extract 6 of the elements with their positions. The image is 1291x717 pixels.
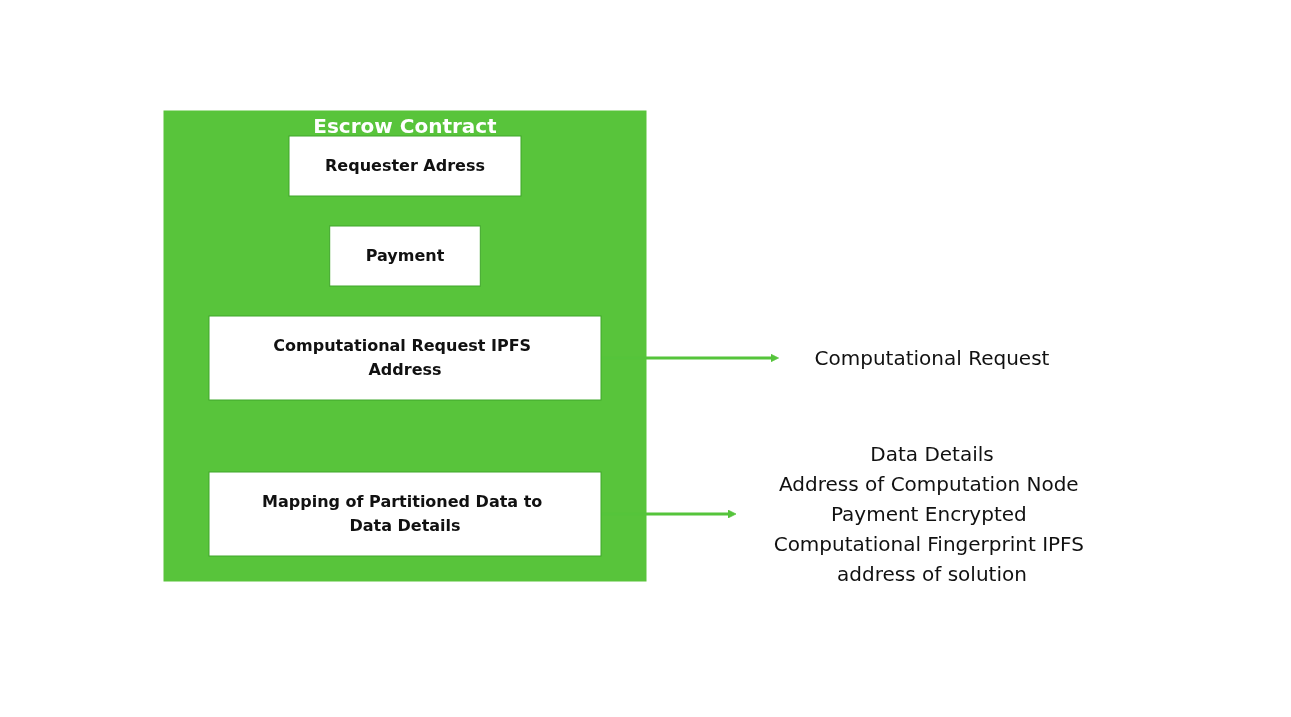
node-box: Payment	[328, 225, 481, 286]
node-text: Computational Request	[814, 345, 1049, 370]
node-box: Requester Adress	[288, 135, 521, 196]
node-box: Computational Request IPFS Address	[208, 315, 601, 400]
node-text: Data Details Address of Computation Node Payment Encrypted Computational Fingerprint IPFS address of solution	[773, 441, 1084, 586]
node-box: Mapping of Partitioned Data to Data Details	[208, 471, 601, 556]
